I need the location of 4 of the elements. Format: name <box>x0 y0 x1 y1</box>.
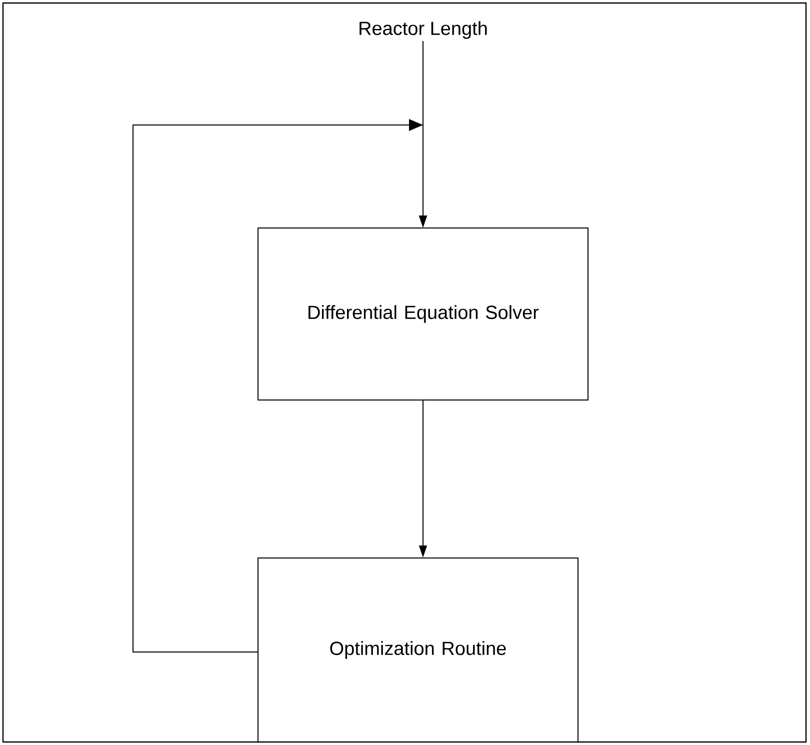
feedback-arrow <box>132 119 428 652</box>
process-box: Differential Equation Solver <box>258 228 588 400</box>
process-box: Optimization Routine <box>258 558 578 742</box>
input-label: Reactor Length <box>360 21 487 39</box>
